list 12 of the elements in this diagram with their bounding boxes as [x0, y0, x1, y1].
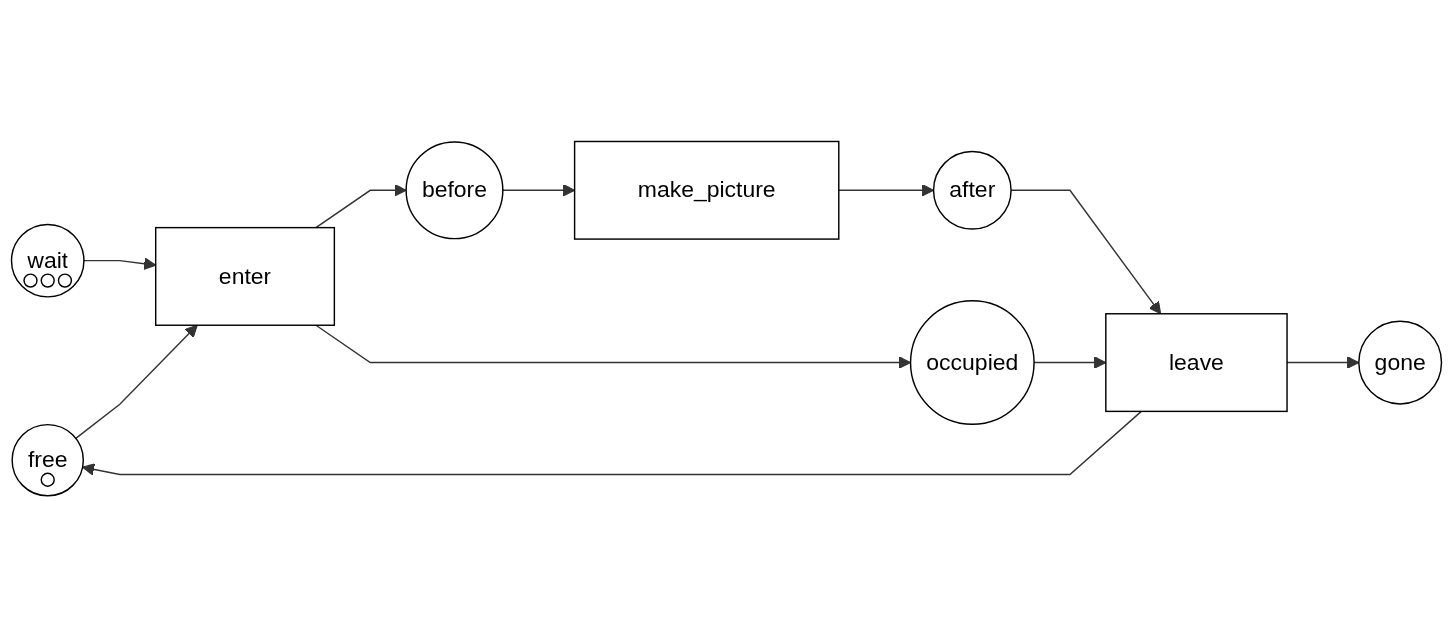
arrow: [315, 184, 407, 229]
node-circle: wait: [10, 224, 85, 298]
node-box: leave: [1105, 313, 1288, 413]
node-circle: occupied: [909, 300, 1035, 426]
node-circle: after: [932, 151, 1012, 231]
node-circle: gone: [1358, 320, 1443, 405]
node-circle: free: [11, 424, 84, 497]
node-circle: before: [405, 141, 504, 240]
node-box: enter: [155, 227, 336, 327]
arrow: [82, 411, 1143, 476]
arrow: [75, 325, 198, 440]
node-box: make_picture: [573, 141, 840, 241]
